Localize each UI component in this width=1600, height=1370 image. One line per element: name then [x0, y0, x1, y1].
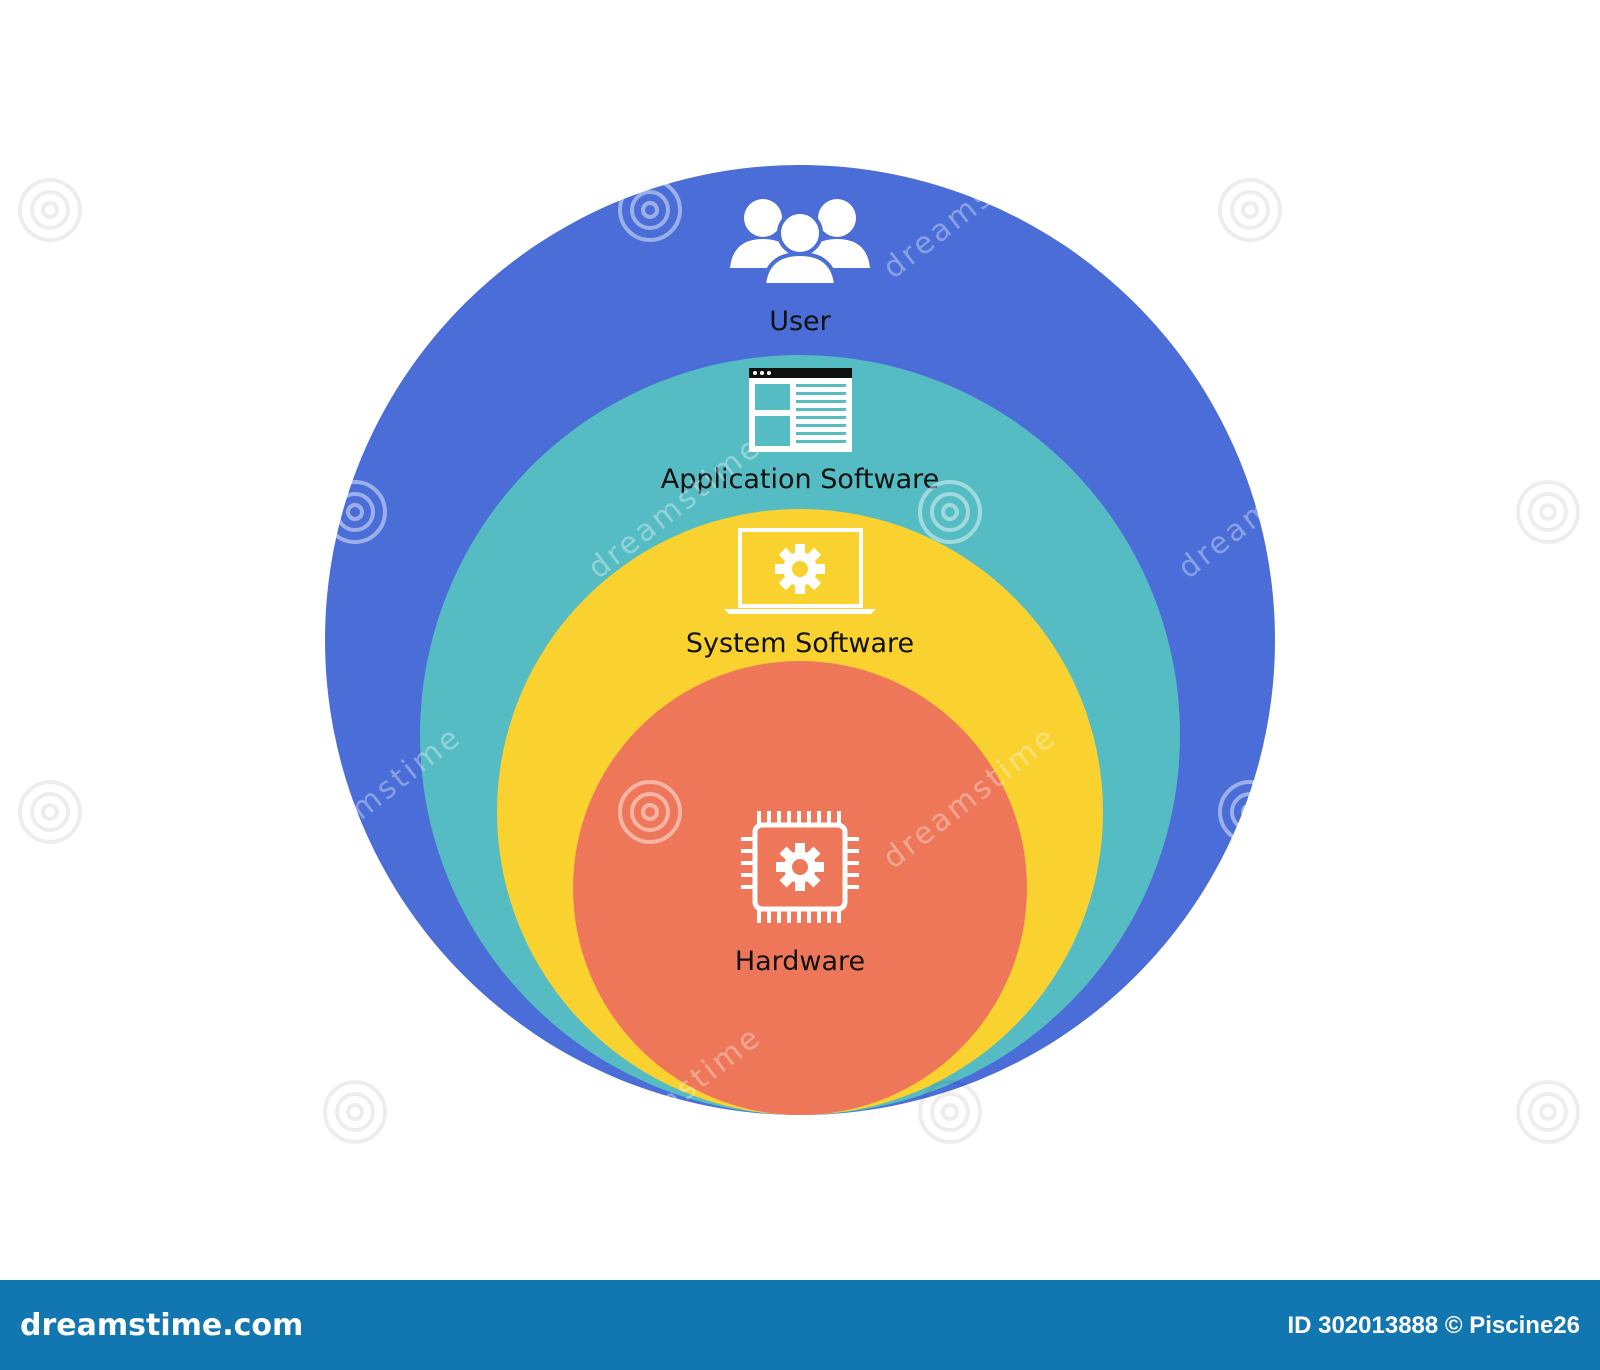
application-label: Application Software: [661, 464, 939, 495]
image-credit: ID 302013888 © Piscine26: [1287, 1312, 1580, 1339]
laptop-gear-icon: [724, 528, 876, 614]
user-label: User: [769, 306, 831, 337]
layered-circle-diagram: User Application Software: [18, 165, 1580, 1144]
chip-gear-icon: [741, 811, 859, 923]
footer-bar: dreamstime.com ID 302013888 © Piscine26: [0, 1280, 1600, 1370]
brand-logo: dreamstime.com: [20, 1308, 304, 1343]
users-group-icon: [730, 199, 870, 287]
watermark-spiral-icons: [18, 178, 1580, 1144]
hardware-label: Hardware: [735, 946, 865, 977]
application-window-icon: [749, 368, 852, 452]
system-label: System Software: [686, 628, 914, 659]
